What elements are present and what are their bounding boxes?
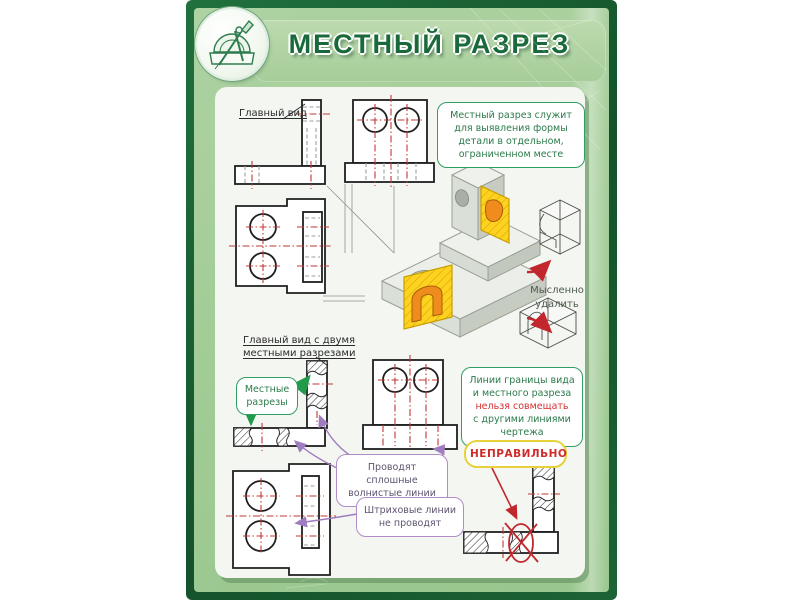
callout-local-cuts: Местные разрезы bbox=[236, 377, 298, 416]
label-mentally-remove: Мысленно удалить bbox=[530, 285, 584, 310]
compass-protractor-icon bbox=[209, 19, 255, 70]
badge-wrong: НЕПРАВИЛЬНО bbox=[464, 440, 567, 469]
header-band bbox=[253, 20, 606, 82]
boundary-rule-highlight: нельзя совмещать bbox=[475, 401, 569, 413]
logo-badge bbox=[197, 9, 267, 79]
callout-definition: Местный разрез служит для выявления форм… bbox=[437, 102, 585, 169]
callout-boundary-rule: Линии границы вида и местного разреза не… bbox=[461, 367, 583, 447]
boundary-rule-part2: с другими линиями чертежа bbox=[473, 414, 571, 439]
boundary-rule-part1: Линии границы вида и местного разреза bbox=[469, 375, 575, 400]
page-title: МЕСТНЫЙ РАЗРЕЗ bbox=[288, 29, 571, 59]
callout-dashed-lines: Штриховые линии не проводят bbox=[356, 497, 464, 538]
label-main-view: Главный вид bbox=[239, 108, 307, 119]
label-main-view-two-cuts: Главный вид с двумя местными разрезами bbox=[243, 335, 356, 359]
